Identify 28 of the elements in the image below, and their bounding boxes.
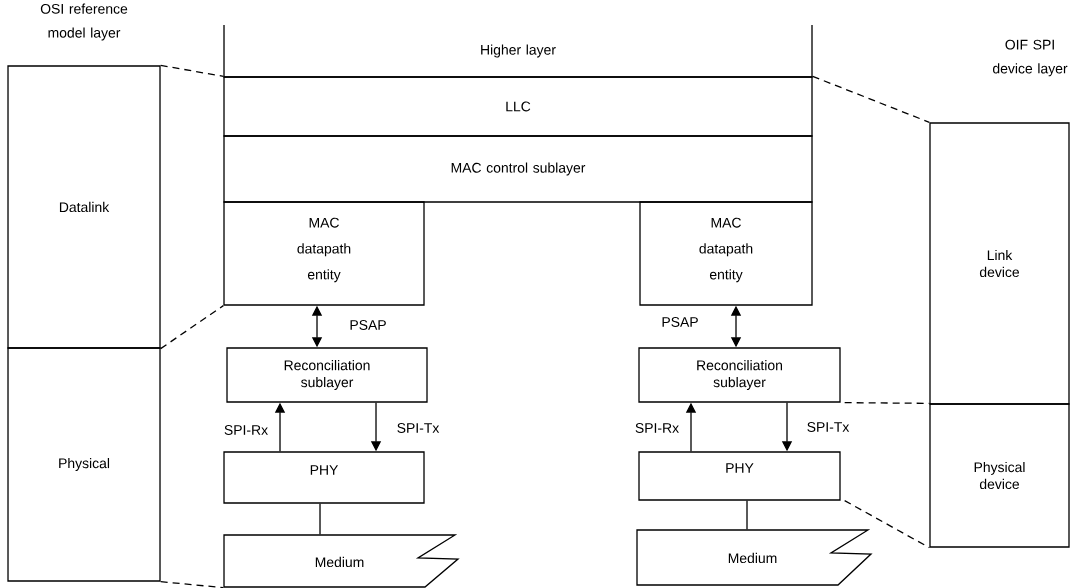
dashed-line [812, 75, 930, 123]
dashed-line [160, 581, 224, 588]
dashed-line [160, 305, 224, 350]
layer-box: Datalink [7, 65, 161, 349]
sublayer-box: Reconciliation sublayer [638, 347, 841, 403]
dashed-line [160, 64, 224, 77]
edge-label: SPI-Rx [633, 422, 681, 434]
layer-band: LLC [223, 76, 813, 137]
edge-label: SPI-Rx [222, 424, 270, 436]
column-heading: OIF SPI device layer [993, 39, 1068, 77]
phy-box: PHY [638, 451, 841, 501]
edge-label: SPI-Tx [805, 421, 851, 433]
layer-band: Higher layer [223, 24, 813, 78]
entity-box: MAC datapath entity [223, 201, 425, 306]
layer-band: MAC control sublayer [223, 135, 813, 203]
column-heading: OSI reference model layer [40, 3, 128, 41]
device-box: Link device [929, 122, 1070, 405]
connector-line [746, 500, 748, 530]
layer-box: Physical [7, 347, 161, 582]
edge-label: PSAP [348, 319, 388, 331]
edge-label: PSAP [660, 316, 700, 328]
dashed-line [844, 500, 930, 549]
connector-line [319, 503, 321, 535]
entity-box: MAC datapath entity [639, 201, 813, 306]
phy-box: PHY [223, 451, 425, 504]
edge-label: SPI-Tx [395, 422, 441, 434]
sublayer-box: Reconciliation sublayer [226, 347, 428, 403]
device-box: Physical device [929, 403, 1070, 548]
